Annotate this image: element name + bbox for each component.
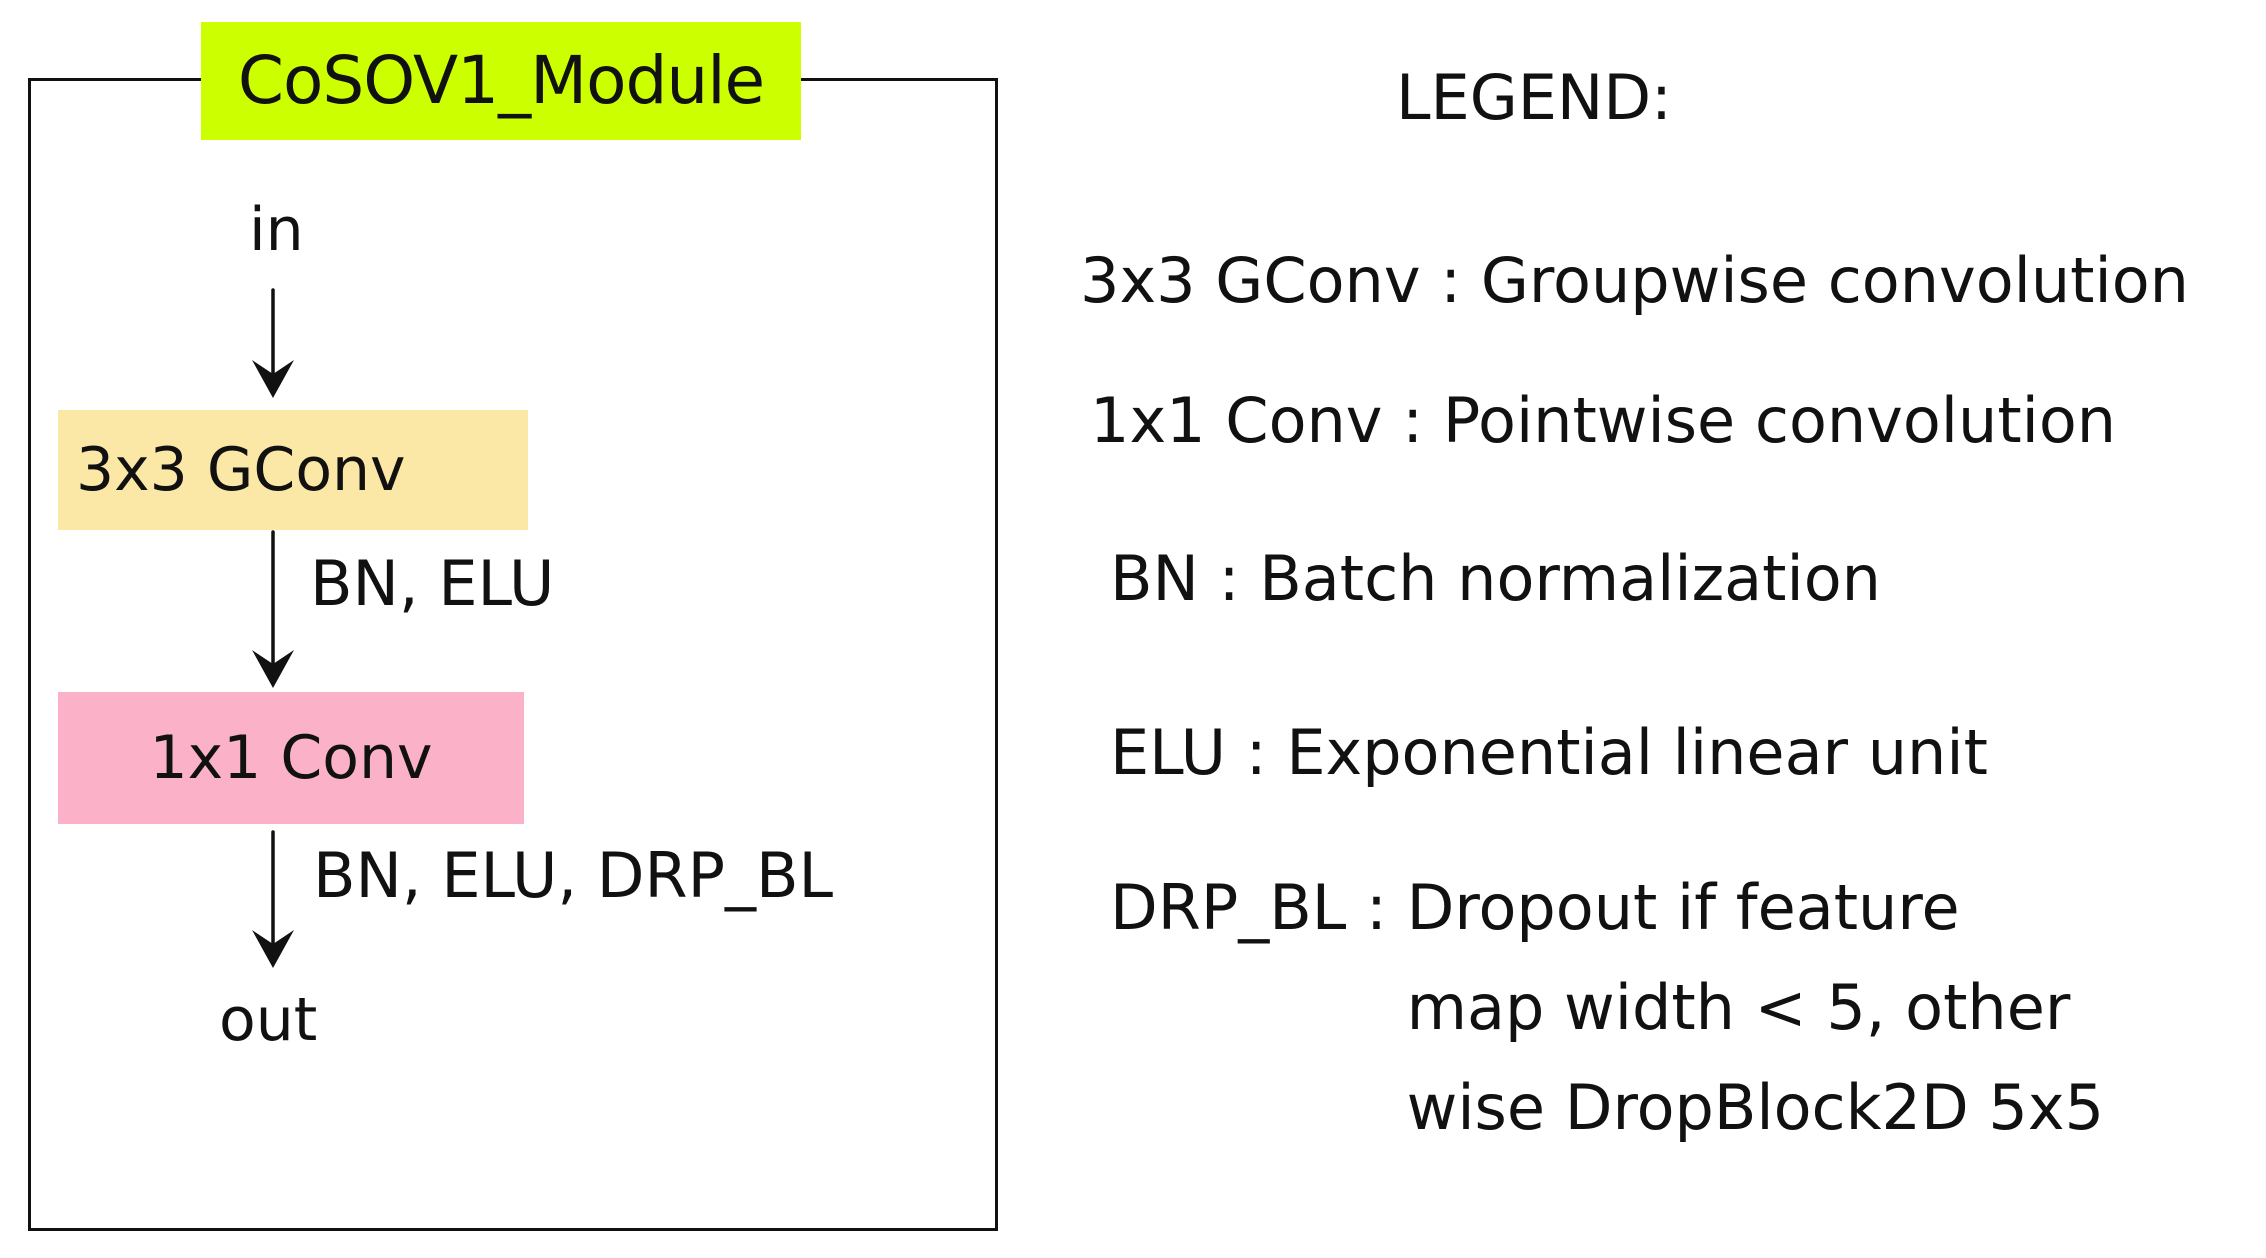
conv-block: 1x1 Conv (58, 692, 524, 824)
legend-item-gconv: 3x3 GConv : Groupwise convolution (1080, 250, 2189, 312)
legend-definition-line: Dropout if feature (1406, 871, 1960, 944)
legend-separator: : (1198, 542, 1260, 615)
legend-item-drp-bl: DRP_BL : Dropout if feature map width < … (1110, 858, 2104, 1158)
legend-term: ELU (1110, 716, 1227, 789)
legend-term: 1x1 Conv (1090, 384, 1383, 457)
arrowhead-conv-to-out (252, 930, 294, 968)
legend-heading: LEGEND: (1396, 61, 1672, 134)
module-title: CoSOV1_Module (201, 22, 801, 140)
legend-term: BN (1110, 542, 1199, 615)
edge-label-bn-elu-drp: BN, ELU, DRP_BL (313, 839, 834, 912)
legend-separator: : (1382, 384, 1443, 457)
arrowhead-gconv-to-conv (252, 650, 294, 688)
legend-definition-line: wise DropBlock2D 5x5 (1406, 1071, 2105, 1144)
legend-item-bn: BN : Batch normalization (1110, 548, 1881, 610)
edge-label-bn-elu: BN, ELU (310, 547, 555, 620)
legend-definition: Batch normalization (1259, 542, 1881, 615)
arrowhead-in-to-gconv (252, 360, 294, 398)
legend-definition: Pointwise convolution (1442, 384, 2117, 457)
output-label: out (219, 985, 318, 1055)
legend-definition: Groupwise convolution (1480, 244, 2189, 317)
legend-definition: Dropout if feature map width < 5, other … (1407, 858, 2104, 1158)
input-label: in (249, 195, 304, 265)
legend-term: 3x3 GConv (1080, 244, 1421, 317)
gconv-block-label: 3x3 GConv (76, 435, 406, 505)
legend-separator: : (1226, 716, 1287, 789)
gconv-block: 3x3 GConv (58, 410, 528, 530)
legend-term: DRP_BL (1110, 871, 1347, 944)
legend-separator: : (1346, 871, 1407, 944)
legend-item-conv: 1x1 Conv : Pointwise convolution (1090, 390, 2116, 452)
legend-definition: Exponential linear unit (1286, 716, 1988, 789)
legend-separator: : (1420, 244, 1481, 317)
legend-definition-line: map width < 5, other (1406, 971, 2071, 1044)
conv-block-label: 1x1 Conv (149, 723, 433, 793)
legend-item-elu: ELU : Exponential linear unit (1110, 722, 1988, 784)
